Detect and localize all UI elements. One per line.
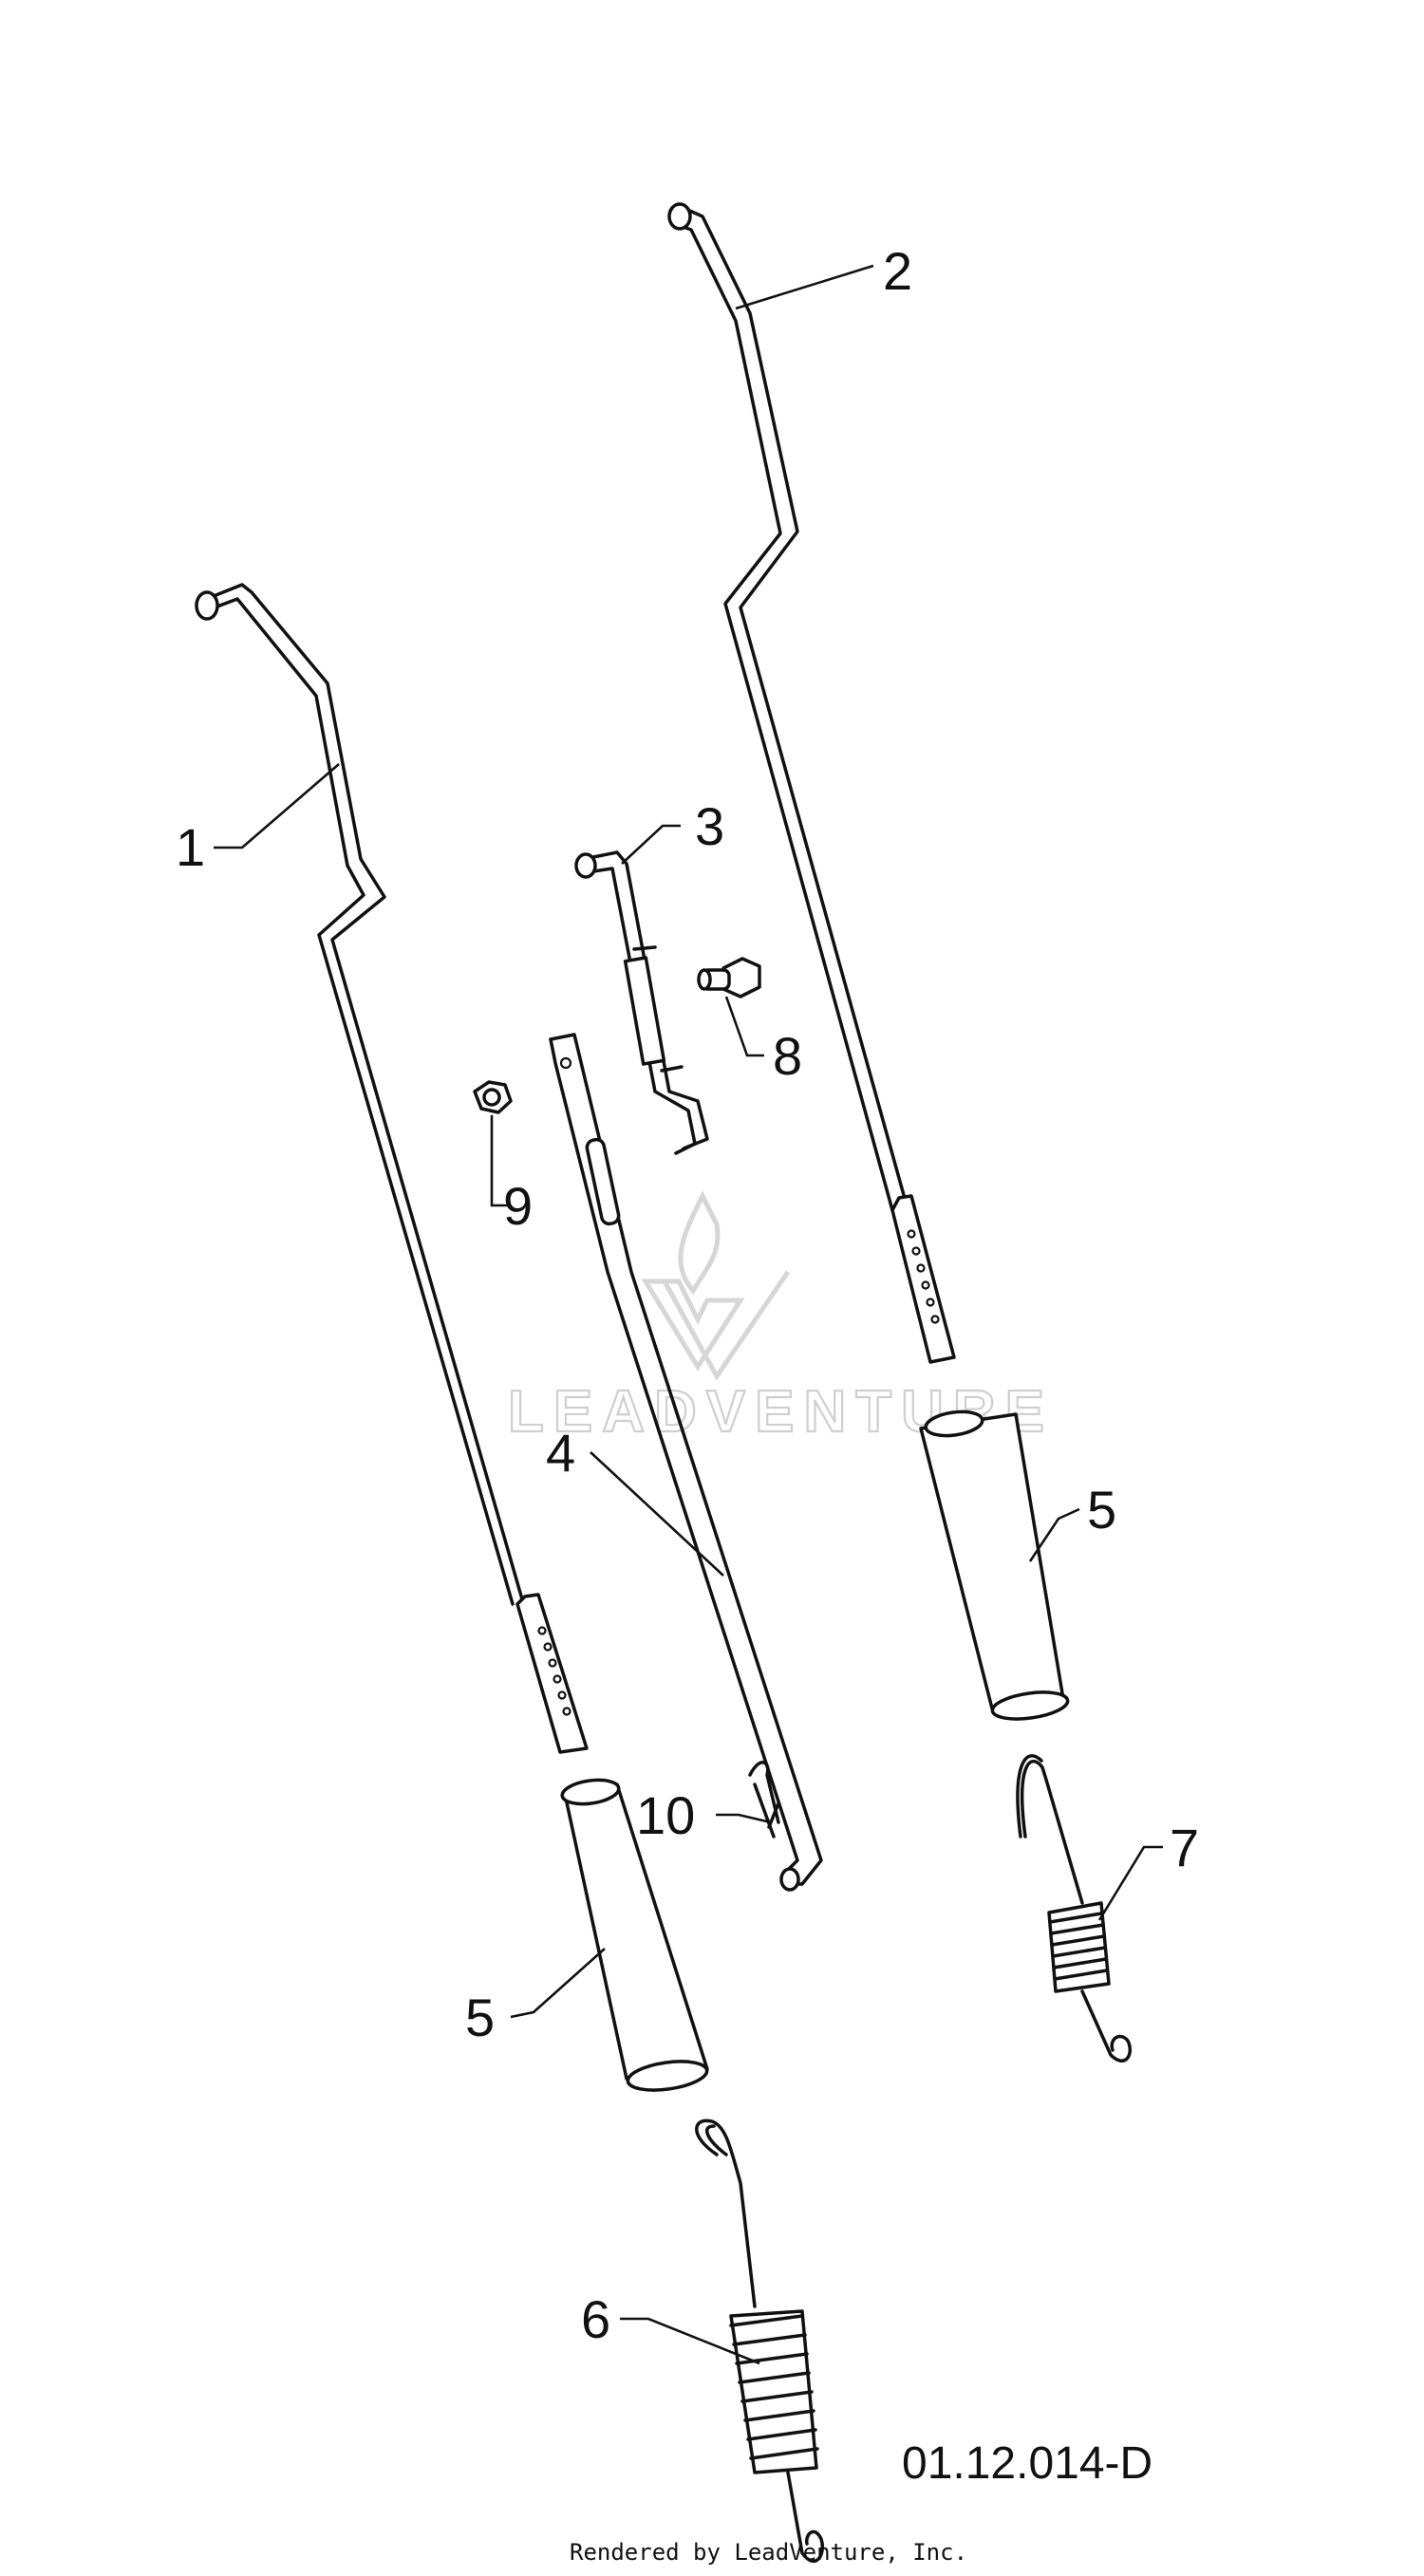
callout-5b: 5: [465, 1988, 495, 2047]
leader-9: [490, 1115, 511, 1207]
callout-7: 7: [1170, 1818, 1199, 1877]
leader-3: [621, 824, 681, 865]
part-10-clip[interactable]: [748, 1761, 780, 1839]
drawing-code: 01.12.014-D: [902, 2438, 1152, 2489]
callout-2: 2: [883, 241, 912, 301]
part-5-sleeve-left[interactable]: [560, 1777, 709, 2095]
leader-4: [590, 1451, 724, 1577]
part-9-nut[interactable]: [473, 1080, 513, 1114]
leader-1: [214, 763, 340, 849]
leader-5b: [510, 1948, 606, 2019]
callout-10: 10: [636, 1785, 695, 1845]
callout-1: 1: [176, 817, 205, 877]
leader-2: [735, 264, 874, 310]
part-3-link[interactable]: [574, 850, 709, 1155]
leader-6: [620, 2317, 760, 2365]
leader-7: [1097, 1845, 1163, 1921]
part-2-rod[interactable]: [667, 202, 956, 1364]
render-credit: Rendered by LeadVenture, Inc.: [570, 2539, 967, 2566]
part-6-spring[interactable]: [695, 2119, 824, 2563]
leader-lines: [214, 264, 1163, 2365]
leader-10: [716, 1813, 772, 1824]
part-4-bar[interactable]: [549, 1033, 823, 1892]
part-1-rod[interactable]: [195, 583, 589, 1754]
callout-labels: 1 2 3 4 5 5 6 7 8 9 10: [176, 241, 1199, 2349]
callout-5a: 5: [1087, 1480, 1116, 1540]
callout-9: 9: [503, 1176, 533, 1236]
callout-4: 4: [546, 1423, 575, 1483]
watermark: LEADVENTURE: [507, 1190, 1045, 1446]
leader-5a: [1028, 1507, 1080, 1562]
callout-3: 3: [695, 796, 724, 856]
leader-8: [724, 996, 764, 1057]
part-8-bolt[interactable]: [697, 957, 761, 999]
leadventure-logo-icon: [641, 1190, 791, 1381]
part-7-spring[interactable]: [1016, 1754, 1132, 2063]
callout-8: 8: [773, 1026, 802, 1086]
callout-6: 6: [581, 2289, 610, 2349]
part-5-sleeve-right[interactable]: [919, 1409, 1070, 1723]
